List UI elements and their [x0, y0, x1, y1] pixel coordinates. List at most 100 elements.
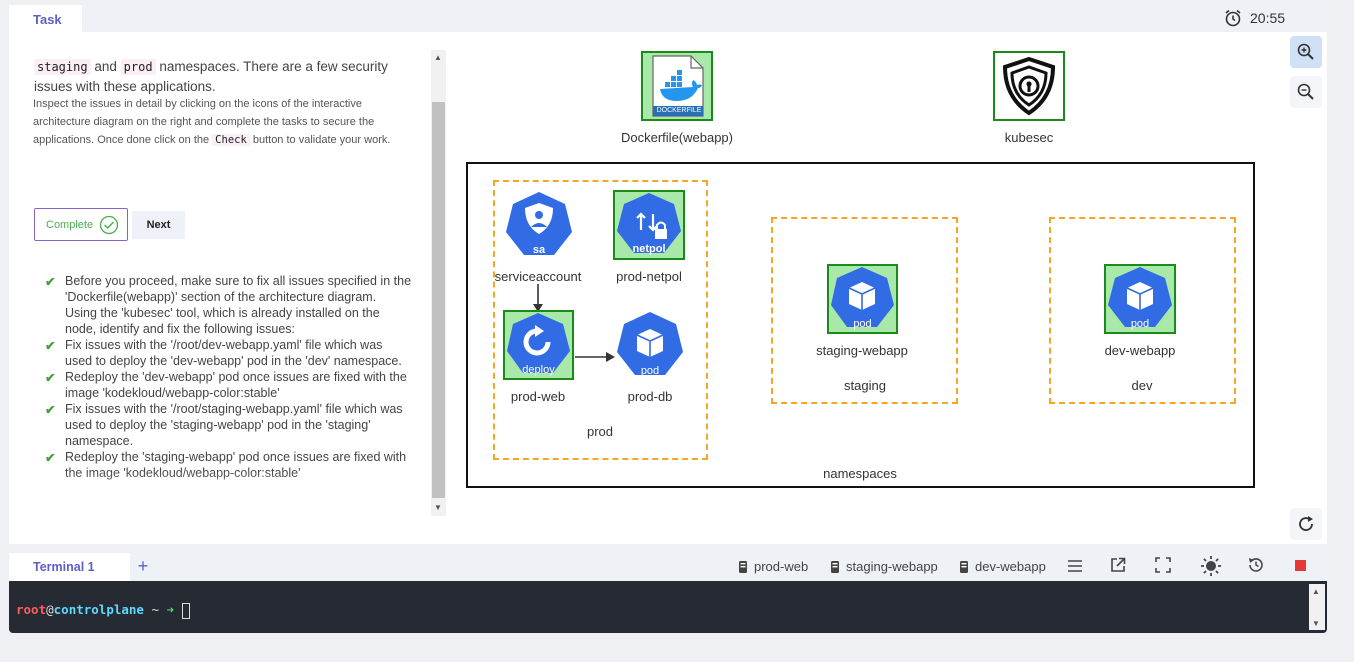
- top-tab-bar: [9, 5, 1327, 31]
- check-circle-icon: [99, 215, 119, 234]
- next-button[interactable]: Next: [132, 211, 185, 239]
- session-dev-webapp[interactable]: dev-webapp: [959, 559, 1046, 574]
- fade-overlay: [9, 470, 430, 522]
- task-list: ✔Before you proceed, make sure to fix al…: [41, 273, 411, 481]
- theme-toggle-button[interactable]: [1200, 555, 1222, 577]
- session-label: prod-web: [754, 559, 809, 574]
- pod-icon: [831, 267, 894, 327]
- prod-db-label: prod-db: [627, 389, 673, 404]
- task-item: ✔ Redeploy the 'dev-webapp' pod once issu…: [41, 369, 411, 401]
- alarm-clock-icon: [1225, 9, 1241, 27]
- check-icon: ✔: [45, 451, 56, 465]
- session-label: dev-webapp: [975, 559, 1046, 574]
- prod-netpol-node[interactable]: [613, 190, 685, 260]
- check-icon: ✔: [45, 371, 56, 385]
- terminal-scroll-down-icon[interactable]: ▼: [1312, 619, 1320, 628]
- open-external-button[interactable]: [1109, 556, 1127, 574]
- task-text: Fix issues with the '/root/staging-webap…: [65, 402, 403, 448]
- zoom-in-icon: [1297, 43, 1314, 60]
- fullscreen-button[interactable]: [1154, 556, 1172, 574]
- kubesec-node[interactable]: [993, 51, 1065, 121]
- hamburger-menu-icon: [1068, 560, 1082, 572]
- prod-db-badge: pod: [640, 365, 660, 377]
- serviceaccount-node[interactable]: [503, 191, 575, 261]
- kubesec-shield-icon: [1002, 56, 1056, 116]
- staging-webapp-node[interactable]: [827, 264, 898, 334]
- terminal-window[interactable]: [9, 581, 1327, 633]
- dev-webapp-node[interactable]: [1104, 264, 1176, 334]
- serviceaccount-icon: [506, 192, 572, 255]
- connector-arrows: [533, 284, 615, 362]
- complete-button[interactable]: Complete: [34, 208, 128, 241]
- staging-webapp-label: staging-webapp: [816, 343, 908, 358]
- session-icon: [739, 560, 747, 573]
- scroll-down-icon[interactable]: ▼: [434, 503, 442, 512]
- tab-task[interactable]: Task: [9, 5, 82, 32]
- code-staging: staging: [34, 59, 91, 75]
- check-icon: ✔: [45, 275, 56, 289]
- prod-netpol-label: prod-netpol: [616, 269, 682, 284]
- terminal-tab-bar: [9, 553, 1327, 581]
- prod-netpol-badge: netpol: [632, 243, 666, 255]
- prod-web-label: prod-web: [510, 389, 566, 404]
- refresh-button[interactable]: [1290, 508, 1322, 540]
- dev-label: dev: [1131, 378, 1153, 393]
- dockerfile-node[interactable]: [641, 51, 713, 121]
- namespaces-label: namespaces: [823, 466, 897, 481]
- dev-namespace-box: [1049, 217, 1236, 404]
- complete-label: Complete: [46, 218, 94, 231]
- timer-value: 20:55: [1250, 10, 1286, 26]
- dockerfile-icon: [652, 55, 704, 117]
- deploy-icon: [507, 313, 570, 373]
- session-prod-web[interactable]: prod-web: [738, 559, 808, 574]
- dev-webapp-label: dev-webapp: [1104, 343, 1176, 358]
- zoom-in-button[interactable]: [1290, 36, 1322, 68]
- pod-icon: [617, 312, 683, 375]
- add-terminal-button[interactable]: +: [137, 556, 149, 576]
- zoom-out-button[interactable]: [1290, 76, 1322, 108]
- prompt-at: @: [46, 602, 54, 617]
- scrollbar-thumb[interactable]: [432, 102, 445, 498]
- prod-web-node[interactable]: [503, 310, 574, 380]
- dev-webapp-badge: pod: [1130, 318, 1150, 330]
- dockerfile-badge: DOCKERFILE: [656, 107, 702, 114]
- code-check: Check: [212, 134, 250, 146]
- kubesec-label: kubesec: [1004, 130, 1054, 145]
- tab-terminal-1[interactable]: Terminal 1: [9, 553, 130, 581]
- netpol-icon: [617, 193, 681, 253]
- fullscreen-icon: [1155, 557, 1171, 573]
- prod-web-badge: deploy: [522, 364, 555, 376]
- task-item: ✔Before you proceed, make sure to fix al…: [41, 273, 411, 337]
- session-staging-webapp[interactable]: staging-webapp: [830, 559, 938, 574]
- pod-icon: [1108, 267, 1172, 327]
- prompt-path: ~: [151, 602, 160, 617]
- prod-db-node[interactable]: [614, 311, 686, 381]
- check-icon: ✔: [45, 403, 56, 417]
- terminal-scrollbar[interactable]: [1309, 584, 1325, 630]
- sun-icon: [1201, 556, 1221, 576]
- task-text: Fix issues with the '/root/dev-webapp.ya…: [65, 338, 402, 368]
- session-icon: [960, 560, 968, 573]
- code-prod: prod: [120, 59, 156, 75]
- serviceaccount-label: serviceaccount: [494, 269, 582, 284]
- external-link-icon: [1111, 557, 1126, 572]
- terminal-prompt: root@controlplane ~ ➜: [16, 602, 190, 619]
- stop-icon[interactable]: [1295, 560, 1306, 571]
- session-label: staging-webapp: [846, 559, 938, 574]
- check-icon: ✔: [45, 339, 56, 353]
- prompt-user: root: [16, 602, 47, 617]
- terminal-cursor: [181, 602, 190, 619]
- detail-text: Inspect the issues in detail by clicking…: [33, 95, 403, 149]
- task-item: ✔ Fix issues with the '/root/staging-weba…: [41, 401, 411, 449]
- task-text: Redeploy the 'dev-webapp' pod once issue…: [65, 370, 407, 400]
- staging-webapp-badge: pod: [853, 318, 872, 330]
- scroll-up-icon[interactable]: ▲: [434, 53, 442, 62]
- history-icon: [1249, 558, 1263, 572]
- zoom-out-icon: [1297, 83, 1314, 100]
- terminal-scroll-up-icon[interactable]: ▲: [1312, 587, 1320, 596]
- namespaces-box: [466, 162, 1255, 488]
- prod-namespace-box: [493, 180, 708, 460]
- history-button[interactable]: [1247, 556, 1265, 574]
- prompt-arrow: ➜: [166, 602, 175, 617]
- menu-button[interactable]: [1066, 557, 1084, 575]
